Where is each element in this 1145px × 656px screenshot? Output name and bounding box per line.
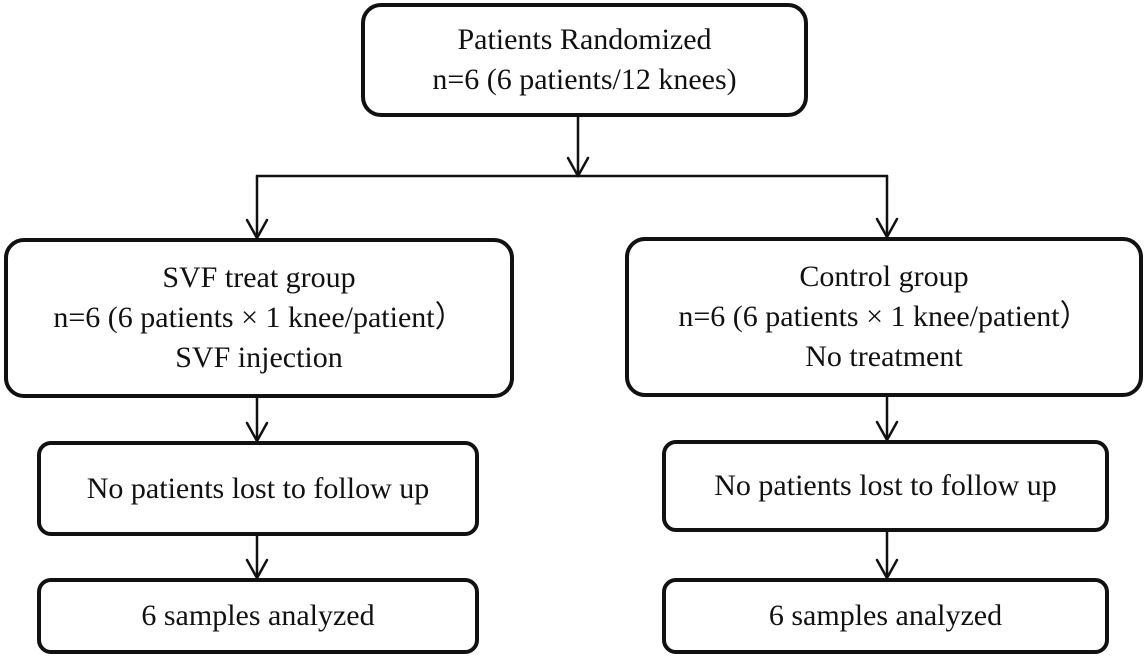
control-followup-text: No patients lost to follow up: [714, 469, 1057, 502]
randomized-detail: n=6 (6 patients/12 knees): [432, 63, 737, 96]
svf-followup-text: No patients lost to follow up: [86, 471, 430, 505]
control-group-title: Control group: [799, 260, 969, 293]
svf-analyzed-text: 6 samples analyzed: [141, 599, 375, 632]
svf-group-box: SVF treat group n=6 (6 patients × 1 knee…: [4, 238, 514, 398]
control-group-box: Control group n=6 (6 patients × 1 knee/p…: [625, 237, 1143, 397]
svf-group-detail: n=6 (6 patients × 1 knee/patient）: [53, 301, 465, 334]
randomized-title: Patients Randomized: [457, 23, 712, 56]
control-group-intervention: No treatment: [805, 340, 963, 373]
svf-group-title: SVF treat group: [162, 261, 356, 294]
control-analyzed-text: 6 samples analyzed: [768, 599, 1003, 632]
randomized-box: Patients Randomized n=6 (6 patients/12 k…: [361, 3, 808, 117]
control-followup-box: No patients lost to follow up: [662, 440, 1109, 532]
control-group-detail: n=6 (6 patients × 1 knee/patient）: [678, 300, 1090, 333]
svf-followup-box: No patients lost to follow up: [37, 441, 479, 536]
control-analyzed-box: 6 samples analyzed: [662, 578, 1109, 654]
svf-analyzed-box: 6 samples analyzed: [37, 578, 479, 654]
svf-group-intervention: SVF injection: [175, 341, 343, 374]
